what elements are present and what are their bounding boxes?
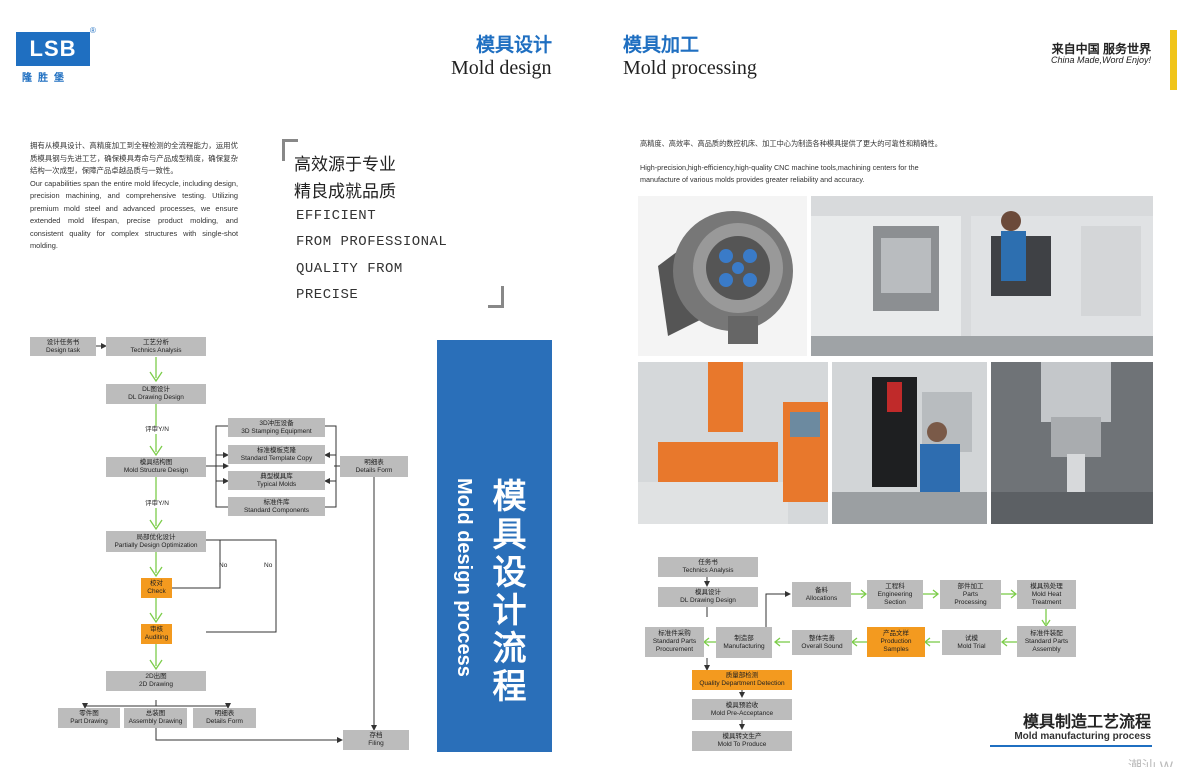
slogan-cn: 来自中国 服务世界 xyxy=(1051,42,1151,56)
no-label-2: No xyxy=(264,562,273,569)
intro-text: 拥有从模具设计、高精度加工到全程检测的全流程能力，运用优质模具钢与先进工艺，确保… xyxy=(30,140,238,253)
edm-machine-photo xyxy=(638,362,828,524)
quote-en-line4: PRECISE xyxy=(296,287,359,303)
bracket-top-left xyxy=(282,139,298,161)
mold-processing-title-en: Mold processing xyxy=(623,57,757,79)
drill-closeup-photo xyxy=(991,362,1153,524)
quote-en-line3: QUALITY FROM xyxy=(296,261,403,277)
mfg-process-title-en: Mold manufacturing process xyxy=(1014,731,1151,742)
quote-cn-line2: 精良成就品质 xyxy=(294,182,396,201)
bracket-bottom-right xyxy=(488,286,504,308)
review-label-1: 评审Y/N xyxy=(141,426,173,434)
logo-chinese-name: 隆胜堡 xyxy=(22,73,70,84)
machines-desc-en-1: High-precision,high-efficiency,high-qual… xyxy=(640,163,919,172)
mfg-process-title-cn: 模具制造工艺流程 xyxy=(1022,714,1151,731)
mold-processing-title-cn: 模具加工 xyxy=(623,35,700,56)
logo: LSB xyxy=(16,32,90,66)
quote-cn-line1: 高效源于专业 xyxy=(294,155,396,174)
no-label-1: No xyxy=(219,562,228,569)
banner-title-cn: 模具设计流程 xyxy=(487,478,525,706)
accent-bar xyxy=(1170,30,1177,90)
mold-design-title-en: Mold design xyxy=(451,57,552,79)
mold-design-title-cn: 模具设计 xyxy=(476,35,553,56)
watermark: 潮汕 W xyxy=(1127,758,1173,767)
cnc-machines-photo xyxy=(811,196,1153,356)
slogan-en: China Made,Word Enjoy! xyxy=(1050,55,1151,65)
logo-registered-mark: ® xyxy=(90,26,96,35)
banner-title-en: Mold design process xyxy=(453,478,475,677)
intro-en: Our capabilities span the entire mold li… xyxy=(30,178,238,251)
design-process-banner xyxy=(437,340,552,752)
quote-en-line2: FROM PROFESSIONAL xyxy=(296,234,448,250)
mfg-process-underline xyxy=(990,745,1152,747)
review-label-2: 评审Y/N xyxy=(141,500,173,508)
machines-desc-en-2: manufacture of various molds provides gr… xyxy=(640,175,865,184)
worker-machine-photo xyxy=(832,362,987,524)
mold-render-image xyxy=(638,196,807,356)
quote-en-line1: EFFICIENT xyxy=(296,208,377,224)
machines-desc-cn: 高精度、高效率、高品质的数控机床、加工中心为制造各种模具提供了更大的可靠性和精确… xyxy=(640,139,942,148)
intro-cn: 拥有从模具设计、高精度加工到全程检测的全流程能力，运用优质模具钢与先进工艺，确保… xyxy=(30,141,238,175)
